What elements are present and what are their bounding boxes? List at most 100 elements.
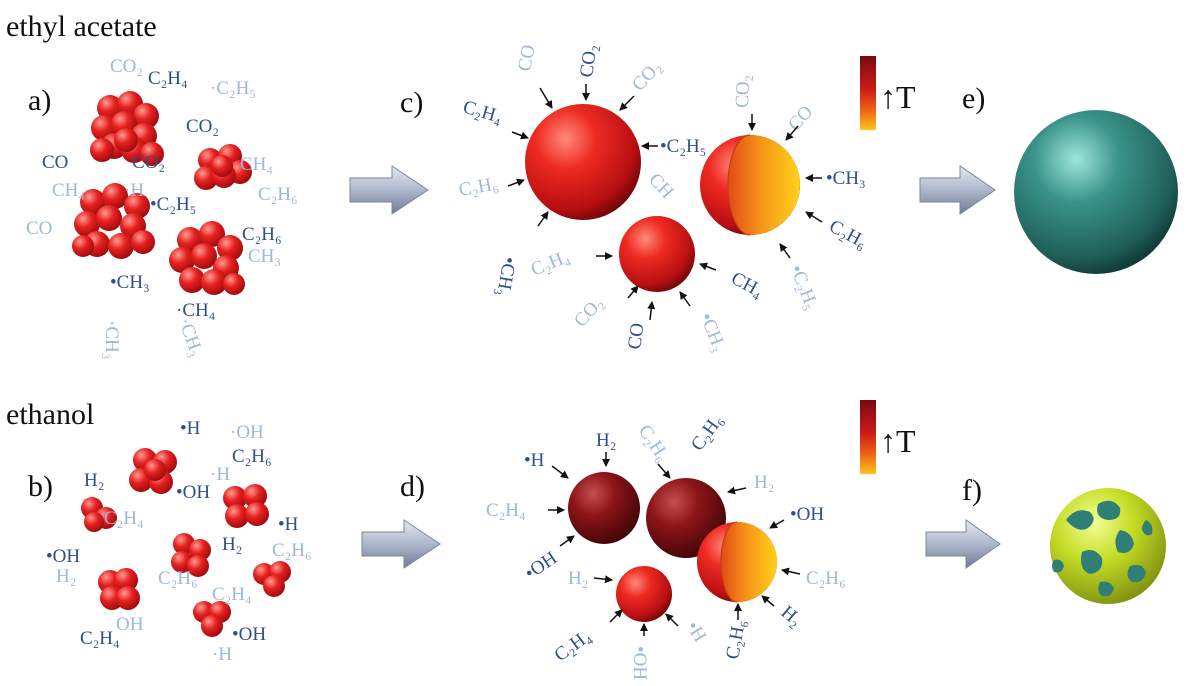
molecule-label: •OH <box>176 482 210 503</box>
arrow-icon <box>537 211 549 227</box>
arrow-icon <box>657 463 671 479</box>
molecule-label: C₂H₄ <box>486 500 526 521</box>
arrow-icon <box>699 262 717 271</box>
molecule-label: C₂H₆ <box>826 216 871 253</box>
temperature-label-bottom: ↑T <box>880 423 916 459</box>
molecule-label: C₂H₆ <box>232 446 272 467</box>
molecules-panel-a: CO₂ C₂H₄ ·C₂H₅ CO₂ CO₂ CO CH₄ ·H •C₂H₅ C… <box>26 56 298 359</box>
panel-label-f: f) <box>962 474 982 507</box>
arrow-icon <box>539 87 553 109</box>
arrow-icon <box>593 575 613 584</box>
molecule-label: •CH₃ <box>695 310 729 355</box>
arrow-icon <box>559 535 575 547</box>
molecule-label: C₂H₆ <box>806 568 846 589</box>
mottled-particle-sphere <box>1050 488 1166 604</box>
molecule-label: •H <box>278 514 299 535</box>
molecule-label: C₂H₆ <box>158 568 198 589</box>
molecule-label: H₂ <box>596 430 616 451</box>
arrow-icon <box>761 595 775 607</box>
molecule-label: C₂H₆ <box>722 618 750 661</box>
molecule-label: ·CH₃ <box>101 320 122 359</box>
block-arrow-icon <box>919 165 996 215</box>
molecule-label: H₂ <box>222 534 242 555</box>
soot-particle-sphere <box>1014 110 1178 274</box>
molecule-label: CO₂ <box>186 116 219 137</box>
particle-cluster <box>169 221 245 295</box>
molecule-label: CH₄ <box>52 180 85 201</box>
temperature-label-top: ↑T <box>880 79 916 115</box>
block-arrow-icon <box>349 165 429 215</box>
cluster-group-a <box>72 91 252 295</box>
molecule-label: H₂ <box>84 470 104 491</box>
arrow-icon <box>781 567 801 576</box>
molecule-label: •OH <box>232 624 266 645</box>
particle-cluster <box>81 497 117 532</box>
particle-cluster <box>72 183 155 259</box>
panel-label-e: e) <box>962 82 985 115</box>
molecule-label: CO₂ <box>570 293 608 332</box>
molecule-label: C₂H₆ <box>634 421 674 466</box>
molecule-label: C₂H₄ <box>528 246 573 280</box>
molecule-label: C₂H₆ <box>687 411 727 455</box>
arrow-icon <box>551 465 569 479</box>
molecule-label: C₂H₆ <box>242 224 282 245</box>
temperature-gradient-bar-icon <box>860 56 876 130</box>
arrow-icon <box>785 125 799 141</box>
molecule-label: •OH <box>521 548 561 585</box>
molecule-label: CH₃ <box>248 246 281 267</box>
arrows-panel-c <box>507 84 823 321</box>
cluster-group-b <box>81 448 291 637</box>
arrow-icon <box>627 285 639 299</box>
molecule-label: H₂ <box>754 472 774 493</box>
particle-cluster <box>171 533 211 577</box>
arrow-icon <box>769 519 785 529</box>
particle-cluster <box>223 484 269 528</box>
title-ethanol: ethanol <box>6 398 94 431</box>
molecule-label: CO <box>514 43 539 73</box>
molecule-label: •C₂H₅ <box>660 136 706 157</box>
molecule-label: •C₂H₅ <box>150 194 196 215</box>
molecule-label: CO₂ <box>732 74 754 108</box>
molecule-label: CO <box>26 218 52 239</box>
molecule-label: ·C₂H₅ <box>210 78 256 99</box>
molecule-label: C₂H₆ <box>457 173 500 201</box>
arrow-icon <box>619 95 635 111</box>
panel-label-d: d) <box>400 470 425 503</box>
molecule-label: CH <box>644 169 677 203</box>
panel-label-a: a) <box>28 84 51 117</box>
molecule-label: •CH₃ <box>492 255 520 298</box>
panel-label-b: b) <box>28 470 53 503</box>
arrow-icon <box>507 178 525 187</box>
molecule-label: CO₂ <box>132 152 165 173</box>
molecule-label: C₂H₄ <box>212 584 252 605</box>
droplet-hot-core-small <box>697 521 777 603</box>
molecule-label: C₂H₄ <box>104 508 144 529</box>
molecule-label: •CH₃ <box>826 168 866 189</box>
droplet-hot-core <box>700 134 800 236</box>
molecule-label: C₂H₄ <box>461 97 505 128</box>
molecule-label: ·CH₄ <box>176 300 215 321</box>
molecule-label: CO₂ <box>110 56 143 77</box>
temperature-gradient-bar-icon <box>860 400 876 474</box>
molecule-label: C₂H₆ <box>272 540 312 561</box>
molecule-label: C₂H₄ <box>148 68 188 89</box>
arrow-icon <box>609 609 623 623</box>
block-arrow-icon <box>361 519 441 569</box>
particle-cluster <box>194 144 252 190</box>
panel-label-c: c) <box>400 86 423 119</box>
particle-cluster <box>98 568 140 610</box>
molecule-label: H₂ <box>56 566 76 587</box>
molecule-label: CO <box>784 102 817 136</box>
arrow-icon <box>665 613 679 627</box>
molecule-label: •OH <box>629 646 650 680</box>
particle-cluster <box>90 91 164 166</box>
arrow-icon <box>727 486 747 495</box>
arrows-panel-d <box>548 452 801 636</box>
particle-cluster <box>193 601 231 637</box>
molecule-label: C₂H₄ <box>80 628 120 649</box>
molecule-label: CO <box>624 322 648 351</box>
molecule-label: •OH <box>790 504 824 525</box>
molecule-label: •H <box>180 418 201 439</box>
molecule-label: •OH <box>46 546 80 567</box>
